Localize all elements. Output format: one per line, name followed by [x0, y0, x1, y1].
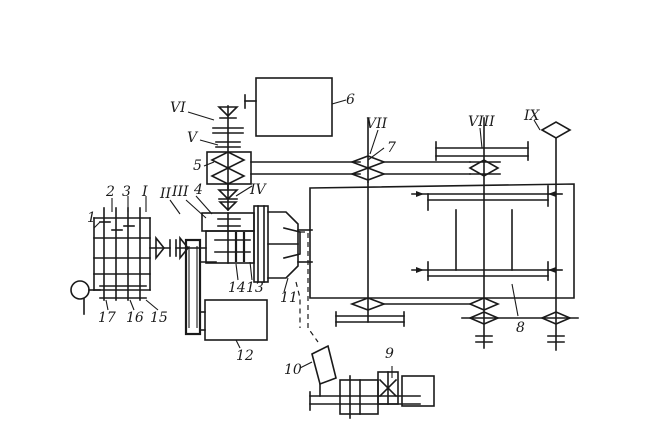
label-2: 2	[105, 184, 115, 200]
label-16: 16	[126, 310, 144, 326]
vertical-shaft-v-vi	[206, 105, 252, 212]
label-17: 17	[98, 310, 116, 326]
label-1: 1	[87, 210, 96, 226]
label-10: 10	[284, 362, 302, 378]
label-14: 14	[228, 280, 246, 296]
leader-lines	[93, 99, 541, 378]
chain-drive	[184, 238, 217, 336]
label-12: 12	[236, 348, 254, 364]
label-11: 11	[280, 290, 298, 306]
roman-iii: III	[171, 184, 189, 200]
label-13: 13	[246, 280, 264, 296]
label-3: 3	[122, 184, 131, 200]
left-gearbox	[70, 207, 151, 315]
label-8: 8	[516, 320, 525, 336]
frame-7	[309, 183, 575, 299]
dashed-drive	[295, 231, 319, 343]
roman-iv: IV	[249, 182, 268, 198]
unit-6-box	[244, 77, 333, 137]
label-4: 4	[193, 182, 203, 198]
roman-viii: VIII	[468, 114, 495, 130]
shaft-5-to-vii	[250, 117, 471, 183]
labels: 1 2 3 I II III 4 VI V 5 IV 6 VII 7 VIII …	[87, 92, 541, 378]
roman-vi: VI	[170, 100, 186, 116]
unit-10	[311, 344, 337, 397]
label-15: 15	[150, 310, 168, 326]
roman-ii: II	[159, 186, 172, 202]
roman-ix: IX	[523, 108, 541, 124]
roman-v: V	[187, 130, 199, 146]
label-7: 7	[387, 140, 396, 156]
axle-ix	[540, 121, 572, 351]
gearbox-4-iii	[201, 212, 255, 264]
label-9: 9	[385, 346, 394, 362]
label-6: 6	[346, 92, 355, 108]
label-5: 5	[193, 158, 202, 174]
roman-i: I	[141, 184, 148, 200]
roman-vii: VII	[366, 116, 388, 132]
unit-13-11	[253, 205, 313, 283]
bottom-gearbox	[309, 371, 435, 419]
unit-12-box	[199, 299, 268, 341]
frame-8	[411, 185, 563, 281]
lower-axle	[335, 181, 579, 343]
